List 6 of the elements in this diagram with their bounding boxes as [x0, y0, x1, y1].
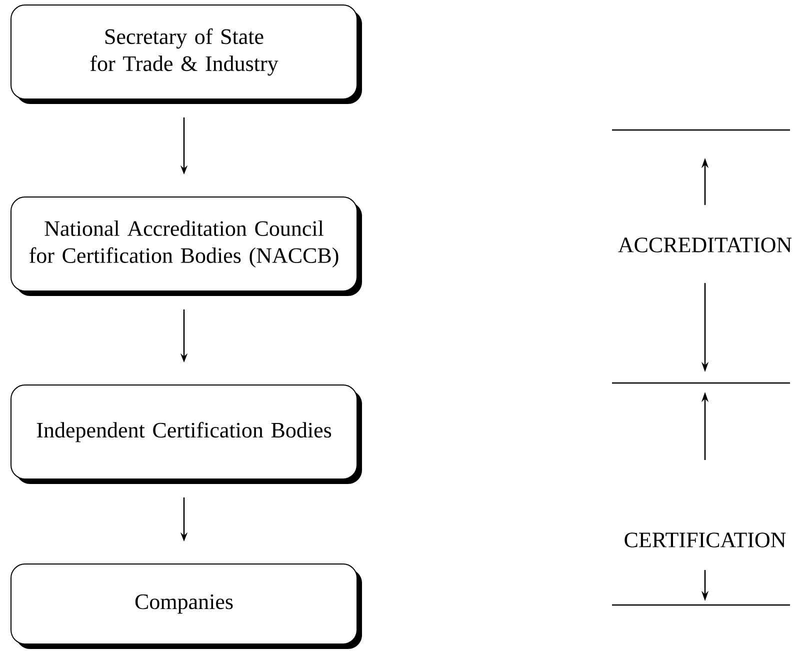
process-box: National Accreditation Council for Certification Bodies (NACCB) — [10, 196, 362, 296]
scale-label: CERTIFICATION — [624, 532, 786, 548]
process-box: Secretary of State for Trade & Industry — [10, 4, 362, 104]
scale-label: ACCREDITATION — [618, 238, 792, 252]
process-box: Companies — [10, 564, 362, 649]
process-box: Independent Certification Bodies — [10, 384, 362, 484]
